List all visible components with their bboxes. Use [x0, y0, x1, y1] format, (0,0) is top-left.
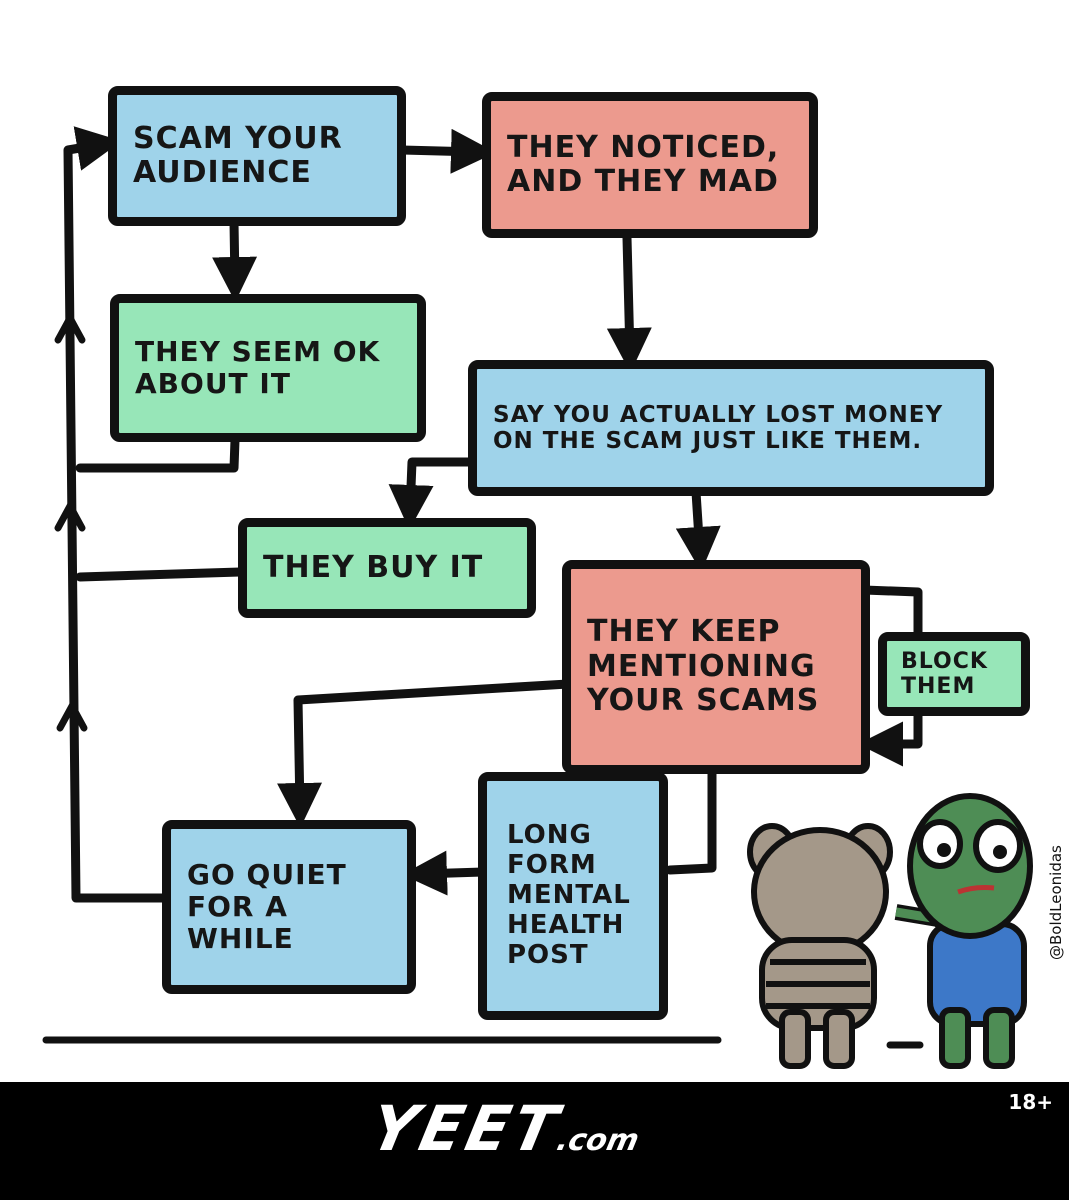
- frog-character: [894, 793, 1033, 1069]
- loop-direction-marks: [54, 310, 88, 732]
- frog-leg-left: [939, 1007, 971, 1069]
- arrow-scam-to-noticed: [397, 128, 496, 174]
- arrow-buy-to-loop: [75, 567, 245, 582]
- bear-head: [751, 827, 889, 957]
- box-scam-your-audience: Scam your audience: [108, 86, 406, 226]
- logo-suffix-text: .com: [553, 1123, 643, 1158]
- arrow-noticed-to-say: [606, 233, 652, 373]
- box-go-quiet: Go quiet for a while: [162, 820, 416, 994]
- artist-signature: @BoldLeonidas: [1047, 845, 1065, 960]
- frog-leg-right: [983, 1007, 1015, 1069]
- frog-mouth: [957, 885, 995, 895]
- arrow-keep-to-block: [859, 585, 923, 641]
- box-long-form-post: Long form mental health post: [478, 772, 668, 1020]
- frog-eye-left: [917, 819, 963, 869]
- logo-main-text: YEET: [364, 1092, 568, 1165]
- flowchart-canvas: [42, 126, 1033, 1069]
- site-footer-bar: [0, 1082, 1069, 1200]
- connector-lines: [42, 126, 924, 1049]
- arrow-block-to-keep: [858, 705, 923, 767]
- frog-pupil-right: [993, 845, 1007, 859]
- bear-leg-right: [823, 1009, 855, 1069]
- arrow-long-to-quiet: [402, 850, 488, 896]
- box-block-them: Block them: [878, 632, 1030, 716]
- box-they-buy-it: They buy it: [238, 518, 536, 618]
- arrow-say-to-buy: [388, 457, 479, 530]
- box-say-you-lost-money: Say you actually lost money on the scam …: [468, 360, 994, 496]
- box-they-noticed: They noticed, and they mad: [482, 92, 818, 238]
- loop-line: [63, 126, 173, 903]
- arrow-keep-to-quiet: [277, 679, 573, 828]
- arrow-say-to-keep: [675, 487, 721, 572]
- box-they-keep-mentioning: They keep mentioning your scams: [562, 560, 870, 774]
- bear-stripes: [766, 959, 870, 1009]
- frog-pupil-left: [937, 843, 951, 857]
- arrow-scam-to-seem-ok: [212, 217, 258, 302]
- bear-character: [747, 823, 893, 1069]
- site-logo[interactable]: YEET.com: [364, 1092, 648, 1165]
- bear-leg-left: [779, 1009, 811, 1069]
- box-they-seem-ok: They seem ok about it: [110, 294, 426, 442]
- arrow-keep-to-long: [665, 767, 717, 875]
- age-rating-badge: 18+: [1008, 1090, 1053, 1114]
- arrow-seem-ok-to-loop: [75, 435, 240, 473]
